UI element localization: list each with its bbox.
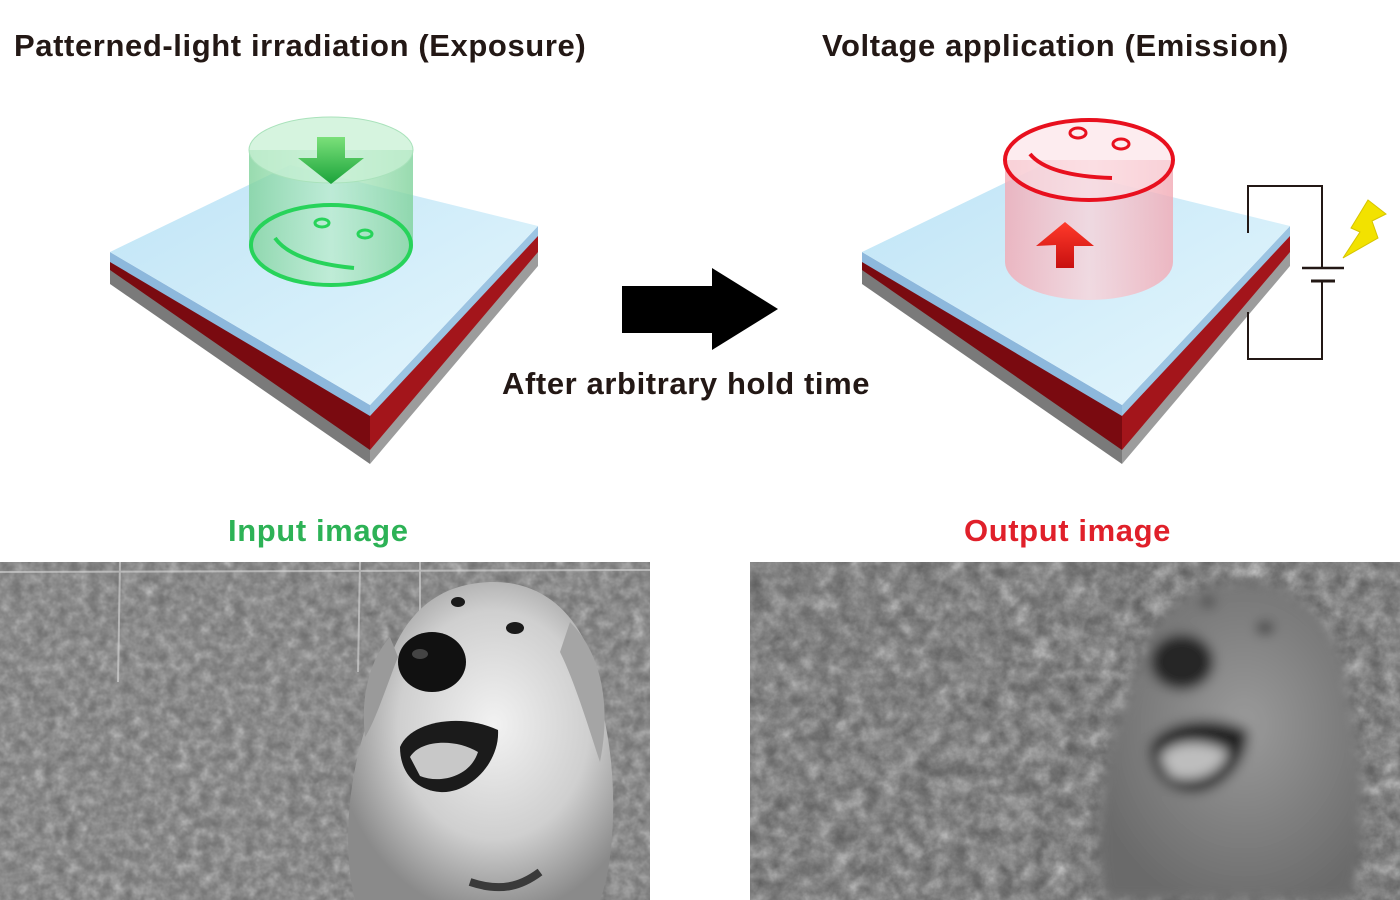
output-image-label: Output image bbox=[964, 513, 1171, 548]
process-arrow-icon bbox=[622, 268, 778, 350]
green-down-arrow-icon bbox=[298, 137, 364, 184]
battery-symbol-icon bbox=[1247, 185, 1344, 360]
red-up-arrow-icon bbox=[1036, 222, 1094, 268]
exposure-device bbox=[110, 165, 538, 464]
lightning-bolt-icon bbox=[1342, 199, 1387, 259]
smiley-face-pattern bbox=[249, 203, 413, 287]
input-image-photo bbox=[0, 562, 650, 900]
emission-smiley-pattern bbox=[1003, 118, 1175, 202]
device-scene bbox=[110, 116, 1387, 464]
emission-title: Voltage application (Emission) bbox=[822, 28, 1289, 63]
output-image-photo bbox=[750, 562, 1400, 900]
exposure-title: Patterned-light irradiation (Exposure) bbox=[14, 28, 587, 63]
input-image-label: Input image bbox=[228, 513, 409, 548]
hold-time-label: After arbitrary hold time bbox=[502, 366, 871, 401]
